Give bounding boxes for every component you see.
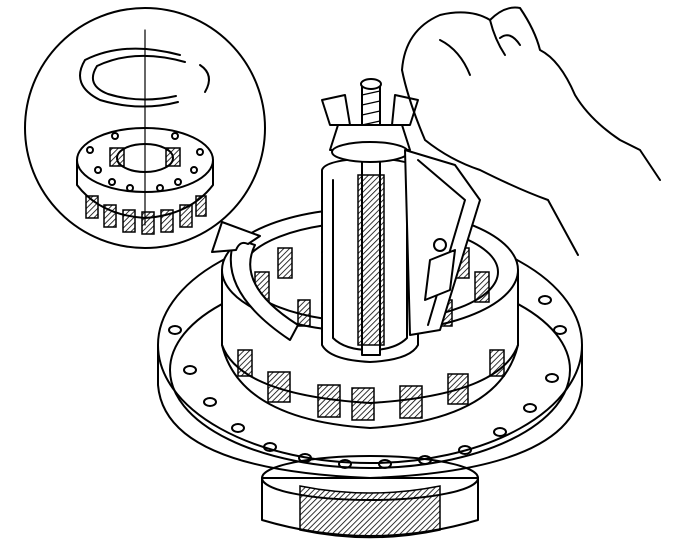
hand — [401, 6, 661, 256]
detail-inset — [24, 7, 266, 249]
spring-compressor-tool — [321, 78, 419, 363]
flange-holes — [168, 295, 567, 469]
bottom-shaft — [261, 455, 479, 539]
pry-lever — [404, 149, 481, 336]
arrow-icon — [211, 221, 299, 341]
drum-slots — [237, 349, 505, 421]
retainer-holes — [86, 132, 204, 192]
snap-ring — [79, 47, 210, 108]
